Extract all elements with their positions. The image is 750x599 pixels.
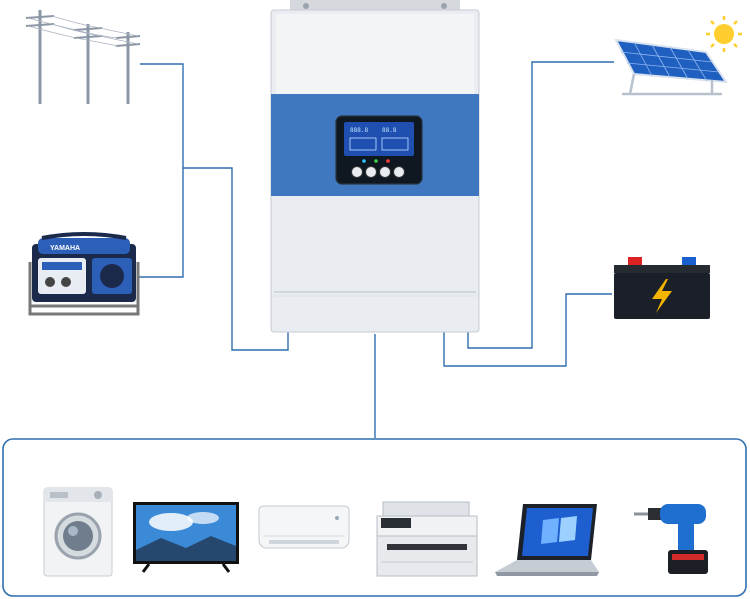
air-conditioner-icon [258, 505, 350, 549]
loads-frame [2, 438, 747, 597]
indicator-ac [362, 159, 366, 163]
lcd-line-2: 88.8 [382, 127, 397, 134]
inverter-button-up[interactable] [365, 166, 377, 178]
lcd-line-1: 888.8 [350, 127, 368, 134]
generator-brand-text: YAMAHA [50, 245, 80, 252]
printer-icon [376, 501, 478, 577]
inverter-button-esc[interactable] [351, 166, 363, 178]
indicator-fault [386, 159, 390, 163]
battery-icon [614, 257, 710, 319]
washing-machine-icon [43, 487, 113, 577]
wire-solar [467, 61, 614, 349]
laptop-icon [495, 504, 599, 576]
indicator-charge [374, 159, 378, 163]
cordless-drill-icon [634, 504, 708, 574]
inverter-button-enter[interactable] [393, 166, 405, 178]
wire-battery [443, 293, 612, 367]
hybrid-inverter: 888.8 88.8 [270, 0, 480, 334]
television-icon [133, 502, 239, 573]
solar-panel-icon [614, 16, 742, 96]
wire-generator [138, 168, 184, 278]
generator-icon: YAMAHA [28, 232, 140, 316]
wire-grid [140, 63, 289, 351]
inverter-button-down[interactable] [379, 166, 391, 178]
utility-grid-icon [25, 10, 141, 104]
